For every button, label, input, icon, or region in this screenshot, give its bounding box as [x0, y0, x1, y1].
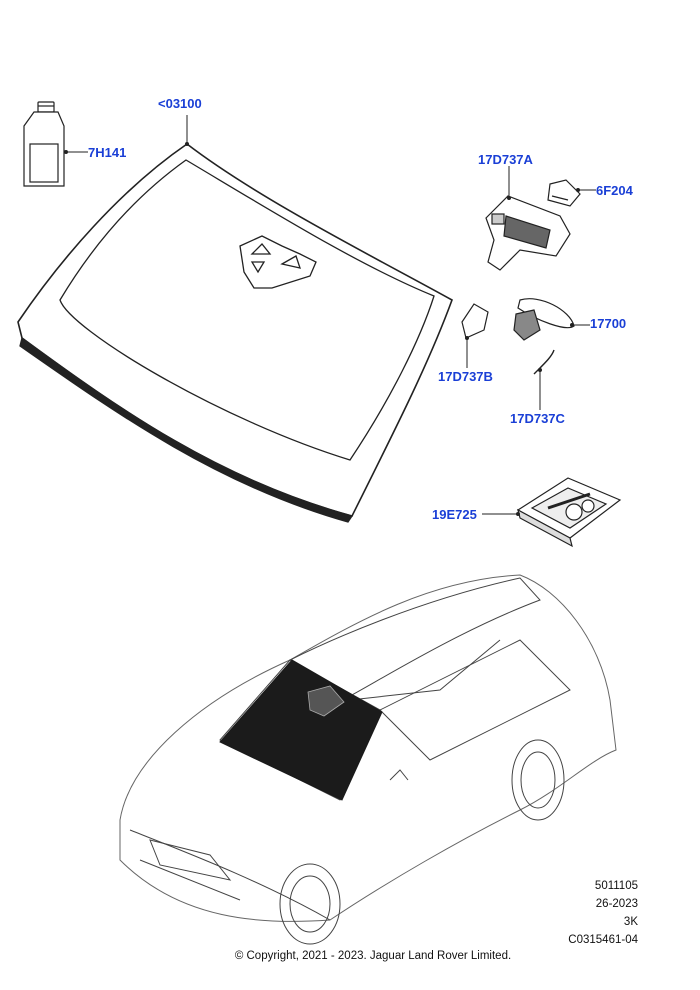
callout-17d737a[interactable]: 17D737A: [478, 152, 533, 167]
vehicle-mirror-highlight: [307, 685, 345, 717]
vehicle-windscreen-highlight[interactable]: [219, 659, 383, 801]
reference-number: 5011105: [594, 880, 638, 892]
copyright-notice: © Copyright, 2021 - 2023. Jaguar Land Ro…: [234, 950, 512, 962]
adhesive-bottle-illustration[interactable]: [23, 101, 65, 187]
reference-code: C0315461-04: [568, 934, 638, 946]
wire-cover-illustration[interactable]: [533, 349, 555, 375]
reference-version: 3K: [623, 916, 638, 928]
interior-mirror-illustration[interactable]: [513, 298, 575, 341]
drawing-reference: 5011105 26-2023 3K C0315461-04: [568, 877, 638, 949]
vehicle-illustration: [119, 574, 617, 945]
callout-17d737c[interactable]: 17D737C: [510, 411, 565, 426]
sensor-clip-illustration[interactable]: [547, 179, 581, 207]
camera-bracket-illustration[interactable]: [485, 195, 571, 271]
callout-19e725[interactable]: 19E725: [432, 507, 477, 522]
callout-7h141[interactable]: 7H141: [88, 145, 127, 160]
reference-date: 26-2023: [595, 898, 638, 910]
windscreen-illustration[interactable]: [17, 143, 453, 523]
repair-kit-illustration[interactable]: [516, 477, 622, 548]
callout-17d737b[interactable]: 17D737B: [438, 369, 493, 384]
callout-17700[interactable]: 17700: [590, 316, 627, 331]
callout-6f204[interactable]: 6F204: [596, 183, 633, 198]
callout-03100[interactable]: <03100: [158, 96, 202, 111]
mirror-cover-illustration[interactable]: [461, 303, 489, 339]
